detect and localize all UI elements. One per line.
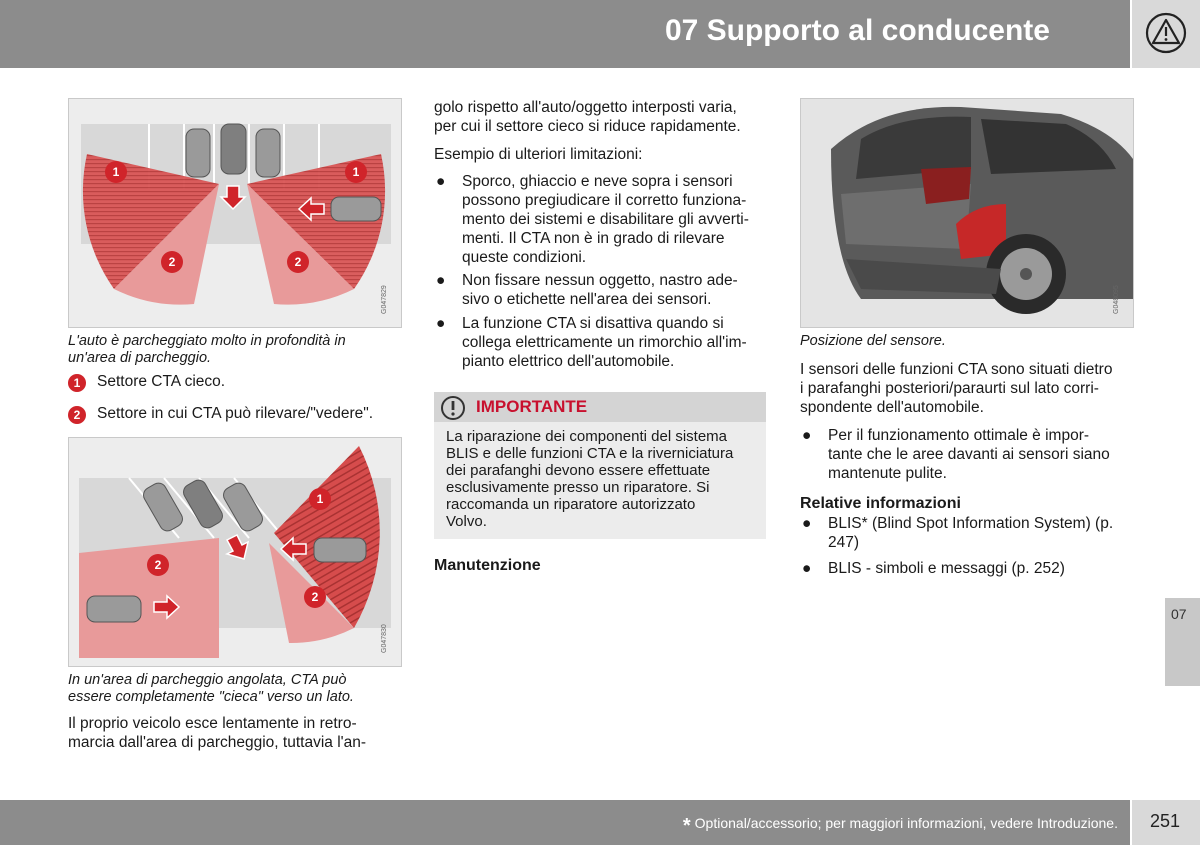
bullet-icon: ● (436, 272, 446, 289)
important-header: IMPORTANTE (434, 392, 766, 422)
important-line: Volvo. (446, 513, 487, 530)
col3-para-line2: i parafanghi posteriori/paraurti sul lat… (800, 380, 1099, 397)
col2-para1-line2: per cui il settore cieco si riduce rapid… (434, 118, 741, 135)
col2-para2: Esempio di ulteriori limitazioni: (434, 146, 643, 163)
list-item: ● Non fissare nessun oggetto, nastro ade… (434, 271, 792, 309)
list-line: Sporco, ghiaccio e neve sopra i sensori (462, 173, 733, 190)
diagram-deep-parking (81, 123, 391, 305)
figure-code: G047830 (381, 624, 388, 653)
important-line: esclusivamente presso un riparatore. Si (446, 479, 710, 496)
figure-code: G047829 (381, 285, 388, 314)
related-link-line[interactable]: 247) (828, 534, 860, 551)
related-heading: Relative informazioni (800, 495, 961, 512)
list-line: sivo o etichette nell'area dei sensori. (462, 291, 712, 308)
list-line: queste condizioni. (462, 249, 587, 266)
list-line: tante che le aree davanti ai sensori sia… (828, 446, 1110, 463)
footer-asterisk: * (682, 815, 691, 837)
chapter-header: 07 Supporto al conducente (0, 0, 1130, 68)
related-link-line[interactable]: BLIS* (Blind Spot Information System) (p… (828, 515, 1114, 532)
legend-label-1: Settore CTA cieco. (97, 373, 226, 390)
diagram-label-2-right: 2 (304, 586, 326, 608)
figure-sensor-position: G048095 (800, 98, 1134, 328)
bullet-icon: ● (436, 315, 446, 332)
diagram-label-1: 1 (309, 488, 331, 510)
list-line: collega elettricamente un rimorchio all'… (462, 334, 747, 351)
list-line: menti. Il CTA non è in grado di rilevare (462, 230, 725, 247)
important-line: dei parafanghi devono essere effettuate (446, 462, 711, 479)
diagram-label-2-left: 2 (147, 554, 169, 576)
figure-caption-3: Posizione del sensore. (800, 333, 946, 349)
footer-bar: *Optional/accessorio; per maggiori infor… (0, 800, 1130, 845)
important-notice: IMPORTANTE La riparazione dei componenti… (434, 392, 766, 539)
list-line: La funzione CTA si disattiva quando si (462, 315, 724, 332)
col3-para-line3: spondente dell'automobile. (800, 399, 984, 416)
figure-angled-parking: 1 2 2 G047830 (68, 437, 402, 667)
car-rear-image (801, 99, 1133, 327)
warning-triangle-icon (1145, 12, 1187, 54)
page-number: 251 (1150, 811, 1181, 831)
diagram-label-1-left: 1 (105, 161, 127, 183)
legend-label-2: Settore in cui CTA può rilevare/"vedere"… (97, 405, 374, 422)
col3-para-line1: I sensori delle funzioni CTA sono situat… (800, 361, 1113, 378)
bullet-icon: ● (802, 560, 812, 577)
figure-code: G048095 (1113, 285, 1120, 314)
footer-note: *Optional/accessorio; per maggiori infor… (683, 815, 1118, 838)
col1-para-line2: marcia dall'area di parcheggio, tuttavia… (68, 734, 366, 751)
important-line: La riparazione dei componenti del sistem… (446, 428, 727, 445)
list-line: Non fissare nessun oggetto, nastro ade- (462, 272, 738, 289)
list-line: Per il funzionamento ottimale è impor- (828, 427, 1090, 444)
bullet-icon: ● (802, 427, 812, 444)
figure-deep-parking: 1 1 2 2 G047829 (68, 98, 402, 328)
diagram-angled-parking (79, 446, 391, 658)
footer-note-text: Optional/accessorio; per maggiori inform… (694, 815, 1118, 831)
maintenance-heading: Manutenzione (434, 557, 541, 574)
list-item: ● Per il funzionamento ottimale è impor-… (800, 426, 1158, 483)
related-link[interactable]: ● BLIS* (Blind Spot Information System) … (800, 514, 1158, 552)
important-body: La riparazione dei componenti del sistem… (446, 428, 758, 530)
bullet-icon: ● (802, 515, 812, 532)
diagram-label-1-right: 1 (345, 161, 367, 183)
exclamation-icon (441, 396, 465, 420)
diagram-label-2-right: 2 (287, 251, 309, 273)
bullet-icon: ● (436, 173, 446, 190)
col2-para1-line1: golo rispetto all'auto/oggetto interpost… (434, 99, 737, 116)
legend-badge-2: 2 (68, 406, 86, 424)
figure-caption-2: In un'area di parcheggio angolata, CTA p… (68, 672, 354, 705)
list-line: mantenute pulite. (828, 465, 947, 482)
list-item: ● Sporco, ghiaccio e neve sopra i sensor… (434, 172, 792, 267)
list-line: possono pregiudicare il corretto funzion… (462, 192, 747, 209)
important-line: raccomanda un riparatore autorizzato (446, 496, 696, 513)
list-item: ● La funzione CTA si disattiva quando si… (434, 314, 792, 371)
important-line: BLIS e delle funzioni CTA e la rivernici… (446, 445, 734, 462)
chapter-title: 07 Supporto al conducente (664, 14, 1050, 47)
diagram-label-2-left: 2 (161, 251, 183, 273)
chapter-side-tab[interactable]: 07 (1165, 598, 1200, 686)
page-number-box: 251 (1132, 800, 1200, 845)
list-line: pianto elettrico dell'automobile. (462, 353, 675, 370)
list-line: mento dei sistemi e disabilitare gli avv… (462, 211, 749, 228)
related-link-line[interactable]: BLIS - simboli e messaggi (p. 252) (828, 560, 1065, 577)
chapter-icon-box (1132, 0, 1200, 68)
col1-para-line1: Il proprio veicolo esce lentamente in re… (68, 715, 357, 732)
figure-caption-1: L'auto è parcheggiato molto in profondit… (68, 333, 346, 366)
related-link[interactable]: ● BLIS - simboli e messaggi (p. 252) (800, 559, 1158, 578)
legend-badge-1: 1 (68, 374, 86, 392)
chapter-side-tab-label: 07 (1171, 606, 1187, 622)
important-title: IMPORTANTE (476, 397, 588, 416)
